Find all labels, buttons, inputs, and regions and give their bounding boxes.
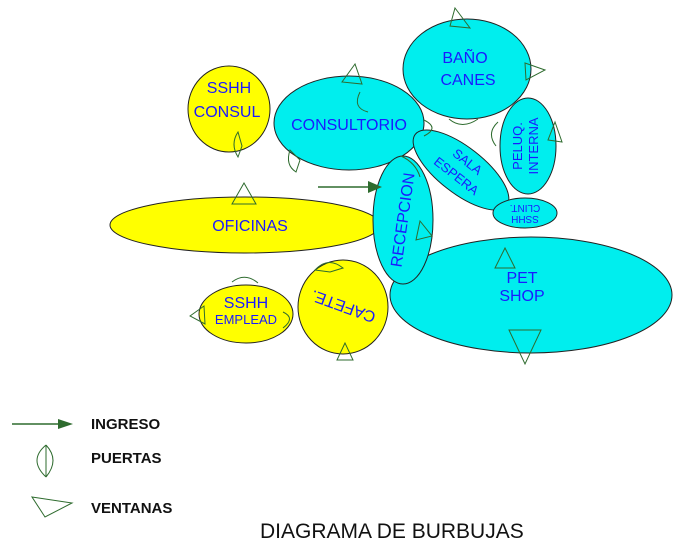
sshh-consul-label-1: SSHH bbox=[207, 80, 251, 97]
arrow-head-icon bbox=[58, 419, 73, 429]
legend-ventanas-label: VENTANAS bbox=[91, 500, 172, 517]
door-icon bbox=[448, 118, 479, 125]
window-icon bbox=[336, 341, 354, 361]
sshh-emplead-label-1: SSHH bbox=[224, 295, 268, 312]
legend-ingreso: INGRESO bbox=[12, 416, 161, 433]
window-icon bbox=[341, 62, 363, 85]
bubble-sshh-consul: SSHH CONSUL bbox=[187, 65, 271, 153]
peluq-label: PELUQ. bbox=[510, 122, 525, 170]
door-icon bbox=[288, 149, 301, 173]
door-legend-icon bbox=[45, 444, 54, 478]
bubble-recepcion: RECEPCION bbox=[372, 155, 434, 285]
bubble-sshh-emplead: SSHH EMPLEAD bbox=[198, 284, 294, 344]
legend: INGRESO PUERTAS VENTANAS bbox=[12, 416, 172, 518]
door-icon bbox=[282, 311, 290, 329]
window-icon bbox=[494, 246, 516, 269]
legend-ventanas: VENTANAS bbox=[30, 496, 172, 518]
sshh-clint-label-1: SSHH bbox=[511, 213, 539, 224]
door-icon bbox=[233, 130, 243, 159]
pet-shop-label-2: SHOP bbox=[499, 288, 544, 305]
bano-canes-label-2: CANES bbox=[440, 72, 495, 89]
diagram-title: DIAGRAMA DE BURBUJAS bbox=[260, 520, 524, 543]
bano-canes-label-1: BAÑO bbox=[442, 47, 487, 67]
bubble-oficinas: OFICINAS bbox=[109, 196, 381, 254]
window-icon bbox=[547, 120, 563, 143]
door-icon bbox=[313, 262, 345, 273]
bubble-sshh-clint: SSHH CLINT. bbox=[492, 197, 558, 229]
window-icon bbox=[524, 62, 547, 81]
legend-puertas: PUERTAS bbox=[36, 444, 162, 478]
window-icon bbox=[508, 329, 542, 366]
window-icon bbox=[231, 181, 257, 205]
door-icon bbox=[400, 155, 421, 178]
window-icon bbox=[415, 219, 433, 241]
bubble-consultorio: CONSULTORIO bbox=[273, 75, 425, 171]
bubble-peluq-interna: PELUQ. INTERNA bbox=[499, 97, 557, 195]
bubble-cafete: CAFETE. bbox=[297, 259, 389, 355]
entry-arrow bbox=[318, 181, 382, 193]
window-icon bbox=[189, 305, 206, 325]
door-symbols bbox=[231, 91, 499, 329]
door-icon bbox=[423, 119, 433, 137]
legend-puertas-label: PUERTAS bbox=[91, 450, 162, 467]
door-legend-icon bbox=[36, 444, 47, 478]
window-symbols bbox=[189, 6, 563, 366]
window-icon bbox=[449, 6, 472, 29]
door-icon bbox=[356, 91, 369, 113]
bubble-sala-espera: SALA ESPERA bbox=[412, 129, 510, 211]
sshh-emplead-label-2: EMPLEAD bbox=[215, 312, 277, 327]
bubble-pet-shop: PET SHOP bbox=[389, 236, 673, 354]
sshh-clint-label-2: CLINT. bbox=[510, 202, 541, 213]
legend-ingreso-label: INGRESO bbox=[91, 416, 161, 433]
interna-label: INTERNA bbox=[526, 117, 541, 174]
consultorio-label: CONSULTORIO bbox=[291, 117, 407, 134]
pet-shop-label-1: PET bbox=[506, 270, 537, 287]
bubble-bano-canes: BAÑO CANES bbox=[402, 18, 532, 120]
door-icon bbox=[231, 276, 259, 284]
sshh-consul-label-2: CONSUL bbox=[194, 104, 261, 121]
oficinas-label: OFICINAS bbox=[212, 218, 288, 235]
window-legend-icon bbox=[30, 496, 74, 518]
door-icon bbox=[491, 121, 499, 147]
